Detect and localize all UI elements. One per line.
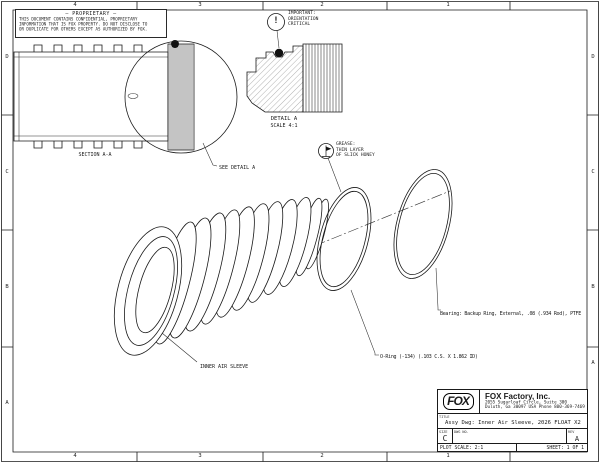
inner-border bbox=[13, 10, 587, 452]
zone-row-left-a: A bbox=[5, 400, 9, 406]
detail-oring-dot bbox=[274, 48, 284, 58]
detail-circle bbox=[125, 41, 237, 153]
detail-title-label: DETAIL A bbox=[270, 116, 298, 122]
detail-profile bbox=[247, 46, 303, 112]
zone-col-bottom-3: 3 bbox=[198, 453, 202, 459]
orientation-note: IMPORTANT: ORIENTATION CRITICAL bbox=[288, 11, 319, 28]
backup-ring bbox=[383, 163, 462, 285]
orientation-balloon-symbol: ! bbox=[273, 16, 279, 26]
zone-col-bottom-2: 2 bbox=[320, 453, 324, 459]
plot-scale: PLOT SCALE: 2:1 bbox=[438, 444, 518, 451]
detail-view bbox=[247, 14, 342, 113]
zone-col-top-4: 4 bbox=[73, 2, 77, 8]
backup-ring-split bbox=[430, 265, 440, 273]
isometric-view bbox=[102, 163, 463, 362]
section-seal-stack bbox=[168, 44, 194, 150]
section-slot bbox=[128, 94, 138, 99]
grease-balloon bbox=[319, 144, 342, 193]
sleeve-front-rim bbox=[102, 219, 194, 362]
zone-row-left-d: D bbox=[5, 54, 9, 60]
title-block: FOX FOX Factory, Inc. 2055 Sugarloaf Cir… bbox=[437, 389, 588, 452]
sheet-number: SHEET: 1 OF 1 bbox=[546, 445, 584, 451]
dwg-no-label: DWG NO. bbox=[454, 429, 469, 434]
section-ribs bbox=[34, 45, 142, 148]
bearing-callout: Bearing: Backup Ring, External, .08 (.93… bbox=[440, 311, 581, 317]
title-row: TITLE Assy Dwg: Inner Air Sleeve, 2026 F… bbox=[438, 414, 587, 429]
zone-row-right-d: D bbox=[591, 54, 595, 60]
company-name: FOX Factory, Inc. bbox=[485, 392, 551, 401]
detail-seal-stack bbox=[303, 44, 342, 112]
section-wall-lines bbox=[14, 52, 168, 141]
grease-leader bbox=[328, 158, 341, 192]
proprietary-title: — PROPRIETARY — bbox=[65, 11, 117, 17]
inner-air-sleeve-bellows bbox=[102, 195, 333, 363]
title-block-header: FOX FOX Factory, Inc. 2055 Sugarloaf Cir… bbox=[438, 390, 587, 414]
fox-logo-cell: FOX bbox=[438, 390, 480, 413]
zone-col-bottom-1: 1 bbox=[446, 453, 450, 459]
zone-col-bottom-4: 4 bbox=[73, 453, 77, 459]
section-view bbox=[14, 40, 237, 166]
zone-row-right-b: B bbox=[591, 284, 595, 290]
size-cell: SIZE C bbox=[438, 429, 453, 443]
inner-air-sleeve-callout: INNER AIR SLEEVE bbox=[200, 364, 249, 370]
address-line-2: Duluth, Ga 30097 USA Phone 800-369-7469 bbox=[485, 404, 585, 410]
proprietary-body: THIS DOCUMENT CONTAINS CONFIDENTIAL, PRO… bbox=[19, 17, 148, 32]
company-cell: FOX Factory, Inc. 2055 Sugarloaf Circle,… bbox=[480, 390, 587, 413]
zone-row-left-b: B bbox=[5, 284, 9, 290]
grease-icon bbox=[322, 145, 331, 157]
section-seal-stack-lines bbox=[170, 44, 192, 150]
grease-note: GREASE: THIN LAYER OF SLICK HONEY bbox=[336, 142, 375, 159]
size-row: SIZE C DWG NO. REV A bbox=[438, 429, 587, 444]
section-oring-dot bbox=[171, 40, 179, 48]
oring bbox=[307, 182, 381, 297]
section-body bbox=[14, 52, 168, 141]
zone-row-right-c: C bbox=[591, 169, 595, 175]
fox-logo: FOX bbox=[443, 393, 474, 410]
see-detail-leader bbox=[203, 143, 217, 166]
title-label: TITLE bbox=[439, 414, 450, 419]
inner-air-sleeve-leader bbox=[162, 333, 197, 362]
detail-scale-label: SCALE 4:1 bbox=[270, 123, 298, 129]
company-address: 2055 Sugarloaf Circle, Suite 300 Duluth,… bbox=[485, 400, 585, 410]
proprietary-notice: — PROPRIETARY — THIS DOCUMENT CONTAINS C… bbox=[15, 9, 167, 38]
zone-col-top-1: 1 bbox=[446, 2, 450, 8]
rev-label: REV bbox=[568, 429, 575, 434]
detail-seal-stack-lines bbox=[306, 44, 339, 112]
zone-row-right-a: A bbox=[591, 360, 595, 366]
dwg-no-cell: DWG NO. bbox=[453, 429, 567, 443]
zone-col-top-3: 3 bbox=[198, 2, 202, 8]
orientation-leader bbox=[277, 31, 279, 49]
rev-value: A bbox=[574, 435, 580, 443]
section-label: SECTION A-A bbox=[78, 152, 112, 158]
oring-leader bbox=[351, 290, 379, 355]
size-label: SIZE bbox=[439, 429, 448, 434]
zone-col-top-2: 2 bbox=[320, 2, 324, 8]
oring-callout: O-Ring (-134) (.103 C.S. X 1.862 ID) bbox=[380, 354, 478, 360]
rev-cell: REV A bbox=[567, 429, 587, 444]
orientation-balloon-circle bbox=[268, 14, 285, 31]
scale-sheet-row: PLOT SCALE: 2:1 SHEET: 1 OF 1 bbox=[438, 444, 587, 451]
grease-balloon-circle bbox=[319, 144, 334, 159]
bearing-leader bbox=[436, 268, 441, 310]
drawing-title: Assy Dwg: Inner Air Sleeve, 2026 FLOAT X… bbox=[445, 420, 581, 426]
zone-row-left-c: C bbox=[5, 169, 9, 175]
size-value: C bbox=[442, 434, 448, 443]
see-detail-label: SEE DETAIL A bbox=[219, 165, 256, 171]
address-line-1: 2055 Sugarloaf Circle, Suite 300 bbox=[485, 400, 567, 406]
